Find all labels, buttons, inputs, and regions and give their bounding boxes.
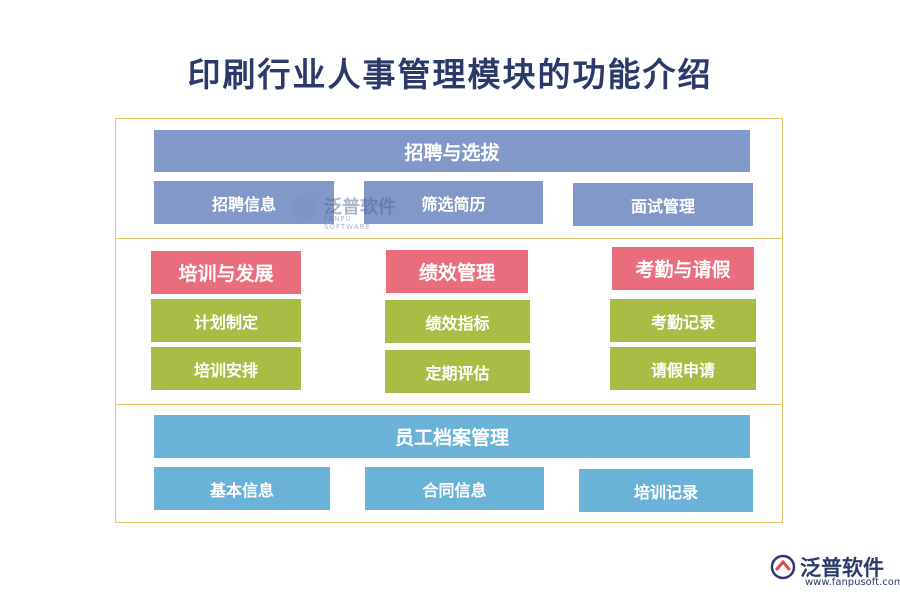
brand-logo-url: www.fanpusoft.com [805,577,900,588]
attendance-item-2: 请假申请 [610,347,756,390]
brand-logo-icon [770,554,796,580]
training-header: 培训与发展 [151,251,301,294]
brand-logo: 泛普软件 [770,552,884,582]
section-divider-1 [115,238,783,239]
attendance-header: 考勤与请假 [612,247,754,290]
training-item-2: 培训安排 [151,347,301,390]
recruit-item-2: 筛选简历 [364,181,543,224]
watermark-name: 泛普软件 [324,197,396,218]
watermark: 泛普软件 FANPU SOFTWARE [292,193,396,231]
archive-item-1: 基本信息 [154,467,330,510]
performance-header: 绩效管理 [386,250,528,293]
archive-item-2: 合同信息 [365,467,544,510]
recruit-item-1: 招聘信息 [154,181,334,224]
archive-header: 员工档案管理 [154,415,750,458]
recruit-header: 招聘与选拔 [154,130,750,172]
performance-item-2: 定期评估 [385,350,530,393]
diagram-frame [115,118,783,523]
archive-item-3: 培训记录 [579,469,753,512]
watermark-subtitle: FANPU SOFTWARE [324,215,371,231]
watermark-logo-icon [292,193,318,219]
section-divider-2 [115,404,783,405]
recruit-item-3: 面试管理 [573,183,753,226]
training-item-1: 计划制定 [151,299,301,342]
page-title: 印刷行业人事管理模块的功能介绍 [187,55,713,94]
brand-logo-name: 泛普软件 [800,556,884,580]
performance-item-1: 绩效指标 [385,300,530,343]
attendance-item-1: 考勤记录 [610,299,756,342]
